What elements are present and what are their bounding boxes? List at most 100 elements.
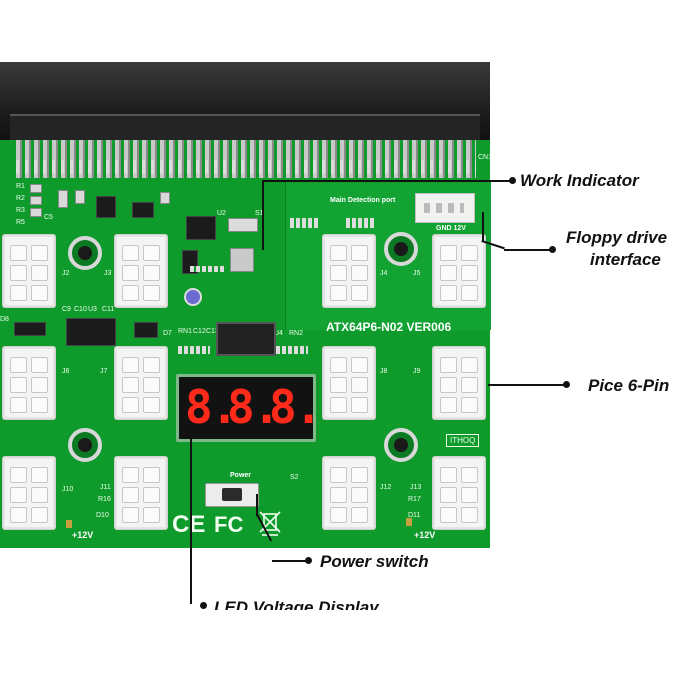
callout-led-display: LED Voltage Display bbox=[214, 598, 379, 610]
pcie-6pin-connector bbox=[432, 456, 486, 530]
leader-line bbox=[262, 180, 512, 182]
power-label: Power bbox=[230, 472, 252, 479]
ref-rn1: RN1 bbox=[178, 328, 193, 335]
leader-line bbox=[190, 436, 192, 604]
connector-label: J11 bbox=[100, 484, 111, 491]
ref-u4: U4 bbox=[274, 330, 283, 337]
cn1-label: CN1 bbox=[478, 154, 493, 161]
pcie-6pin-connector bbox=[2, 234, 56, 308]
connector-label: J2 bbox=[62, 270, 70, 277]
ref-d7: D7 bbox=[163, 330, 172, 337]
resistor-array bbox=[190, 266, 226, 272]
ref-c11: C11 bbox=[102, 306, 115, 313]
resistor-array bbox=[346, 218, 376, 228]
ic-chip bbox=[186, 216, 216, 240]
connector-label: J9 bbox=[413, 368, 421, 375]
main-controller-ic bbox=[216, 322, 276, 356]
connector-label: J8 bbox=[380, 368, 388, 375]
ref-r2: R2 bbox=[16, 195, 25, 202]
callout-pcie: Pice 6-Pin bbox=[588, 376, 670, 395]
leader-line bbox=[272, 560, 308, 562]
leader-line bbox=[488, 384, 566, 386]
weee-bin-icon bbox=[259, 511, 281, 536]
pcie-6pin-connector bbox=[2, 456, 56, 530]
edge-connector-lip bbox=[10, 114, 480, 140]
mounting-hole bbox=[68, 428, 102, 462]
led-indicator bbox=[406, 518, 412, 526]
ref-rn2: RN2 bbox=[289, 330, 304, 337]
connector-label: J4 bbox=[380, 270, 388, 277]
leader-line bbox=[262, 180, 264, 250]
power-switch[interactable] bbox=[205, 483, 259, 507]
mounting-hole bbox=[68, 236, 102, 270]
ref-c10: C10 bbox=[74, 306, 87, 313]
connector-label: J12 bbox=[380, 484, 392, 491]
connector-label: J3 bbox=[104, 270, 112, 277]
callout-work-indicator: Work Indicator bbox=[520, 171, 639, 190]
leader-line bbox=[256, 494, 258, 516]
connector-label: J10 bbox=[62, 486, 74, 493]
resistor bbox=[30, 184, 42, 193]
connector-label: J6 bbox=[62, 368, 70, 375]
ref-r3: R3 bbox=[16, 207, 25, 214]
board-model-label: ATX64P6-N02 VER006 bbox=[326, 320, 452, 334]
display-digit: 8. bbox=[269, 380, 322, 434]
ref-r1: R1 bbox=[16, 183, 25, 190]
potentiometer bbox=[184, 288, 202, 306]
mounting-hole bbox=[384, 232, 418, 266]
certification-logos: CE FC bbox=[172, 511, 281, 538]
pcie-6pin-connector bbox=[114, 346, 168, 420]
display-digit: 8. bbox=[227, 380, 280, 434]
callout-dot bbox=[200, 602, 207, 609]
plus12v-left-label: +12V bbox=[72, 530, 94, 540]
board-mark: ITHOQ bbox=[446, 434, 480, 447]
ic-chip bbox=[66, 318, 116, 346]
gnd-12v-label: GND 12V bbox=[436, 225, 466, 232]
resistor-array bbox=[178, 346, 210, 354]
resistor bbox=[30, 208, 42, 217]
pcie-6pin-connector bbox=[114, 234, 168, 308]
callout-power-switch: Power switch bbox=[320, 552, 429, 571]
ref-u2: U2 bbox=[217, 210, 226, 217]
ce-logo: CE bbox=[172, 511, 205, 538]
connector-label: J7 bbox=[100, 368, 108, 375]
callout-dot bbox=[509, 177, 516, 184]
callout-dot bbox=[549, 246, 556, 253]
ref-d8: D8 bbox=[0, 316, 9, 323]
callout-led-clip: LED Voltage Display bbox=[214, 598, 414, 610]
ref-r5: R5 bbox=[16, 219, 25, 226]
plus12v-right-label: +12V bbox=[414, 530, 436, 540]
ref-u3: U3 bbox=[88, 306, 97, 313]
ref-r16: R16 bbox=[98, 496, 111, 503]
pcie-6pin-connector bbox=[322, 456, 376, 530]
callout-dot bbox=[563, 381, 570, 388]
ref-s2: S2 bbox=[290, 474, 299, 481]
pcie-6pin-connector bbox=[322, 346, 376, 420]
capacitor bbox=[75, 190, 85, 204]
pcie-6pin-connector bbox=[432, 234, 486, 308]
leader-line bbox=[504, 249, 552, 251]
pcie-6pin-connector bbox=[322, 234, 376, 308]
ref-c5: C5 bbox=[44, 214, 53, 221]
ref-c12: C12 bbox=[193, 328, 206, 335]
pcie-6pin-connector bbox=[114, 456, 168, 530]
ref-d11: D11 bbox=[408, 512, 421, 519]
work-indicator-led bbox=[230, 248, 254, 272]
connector-label: J5 bbox=[413, 270, 421, 277]
resistor-array bbox=[290, 218, 320, 228]
connector-label: J13 bbox=[410, 484, 422, 491]
capacitor bbox=[160, 192, 170, 204]
led-voltage-display: 8. 8. 8. bbox=[176, 374, 322, 442]
ref-c13: C13 bbox=[206, 328, 219, 335]
pcie-6pin-connector bbox=[432, 346, 486, 420]
callout-dot bbox=[305, 557, 312, 564]
display-digit: 8. bbox=[185, 380, 238, 434]
edge-connector-pin-tips bbox=[16, 160, 476, 174]
callout-floppy-line2: interface bbox=[590, 250, 661, 269]
regulator-chip bbox=[96, 196, 116, 218]
resistor-array bbox=[276, 346, 308, 354]
led-indicator bbox=[66, 520, 72, 528]
floppy-connector bbox=[415, 193, 475, 223]
pcie-6pin-connector bbox=[2, 346, 56, 420]
power-switch-button[interactable] bbox=[222, 488, 242, 501]
